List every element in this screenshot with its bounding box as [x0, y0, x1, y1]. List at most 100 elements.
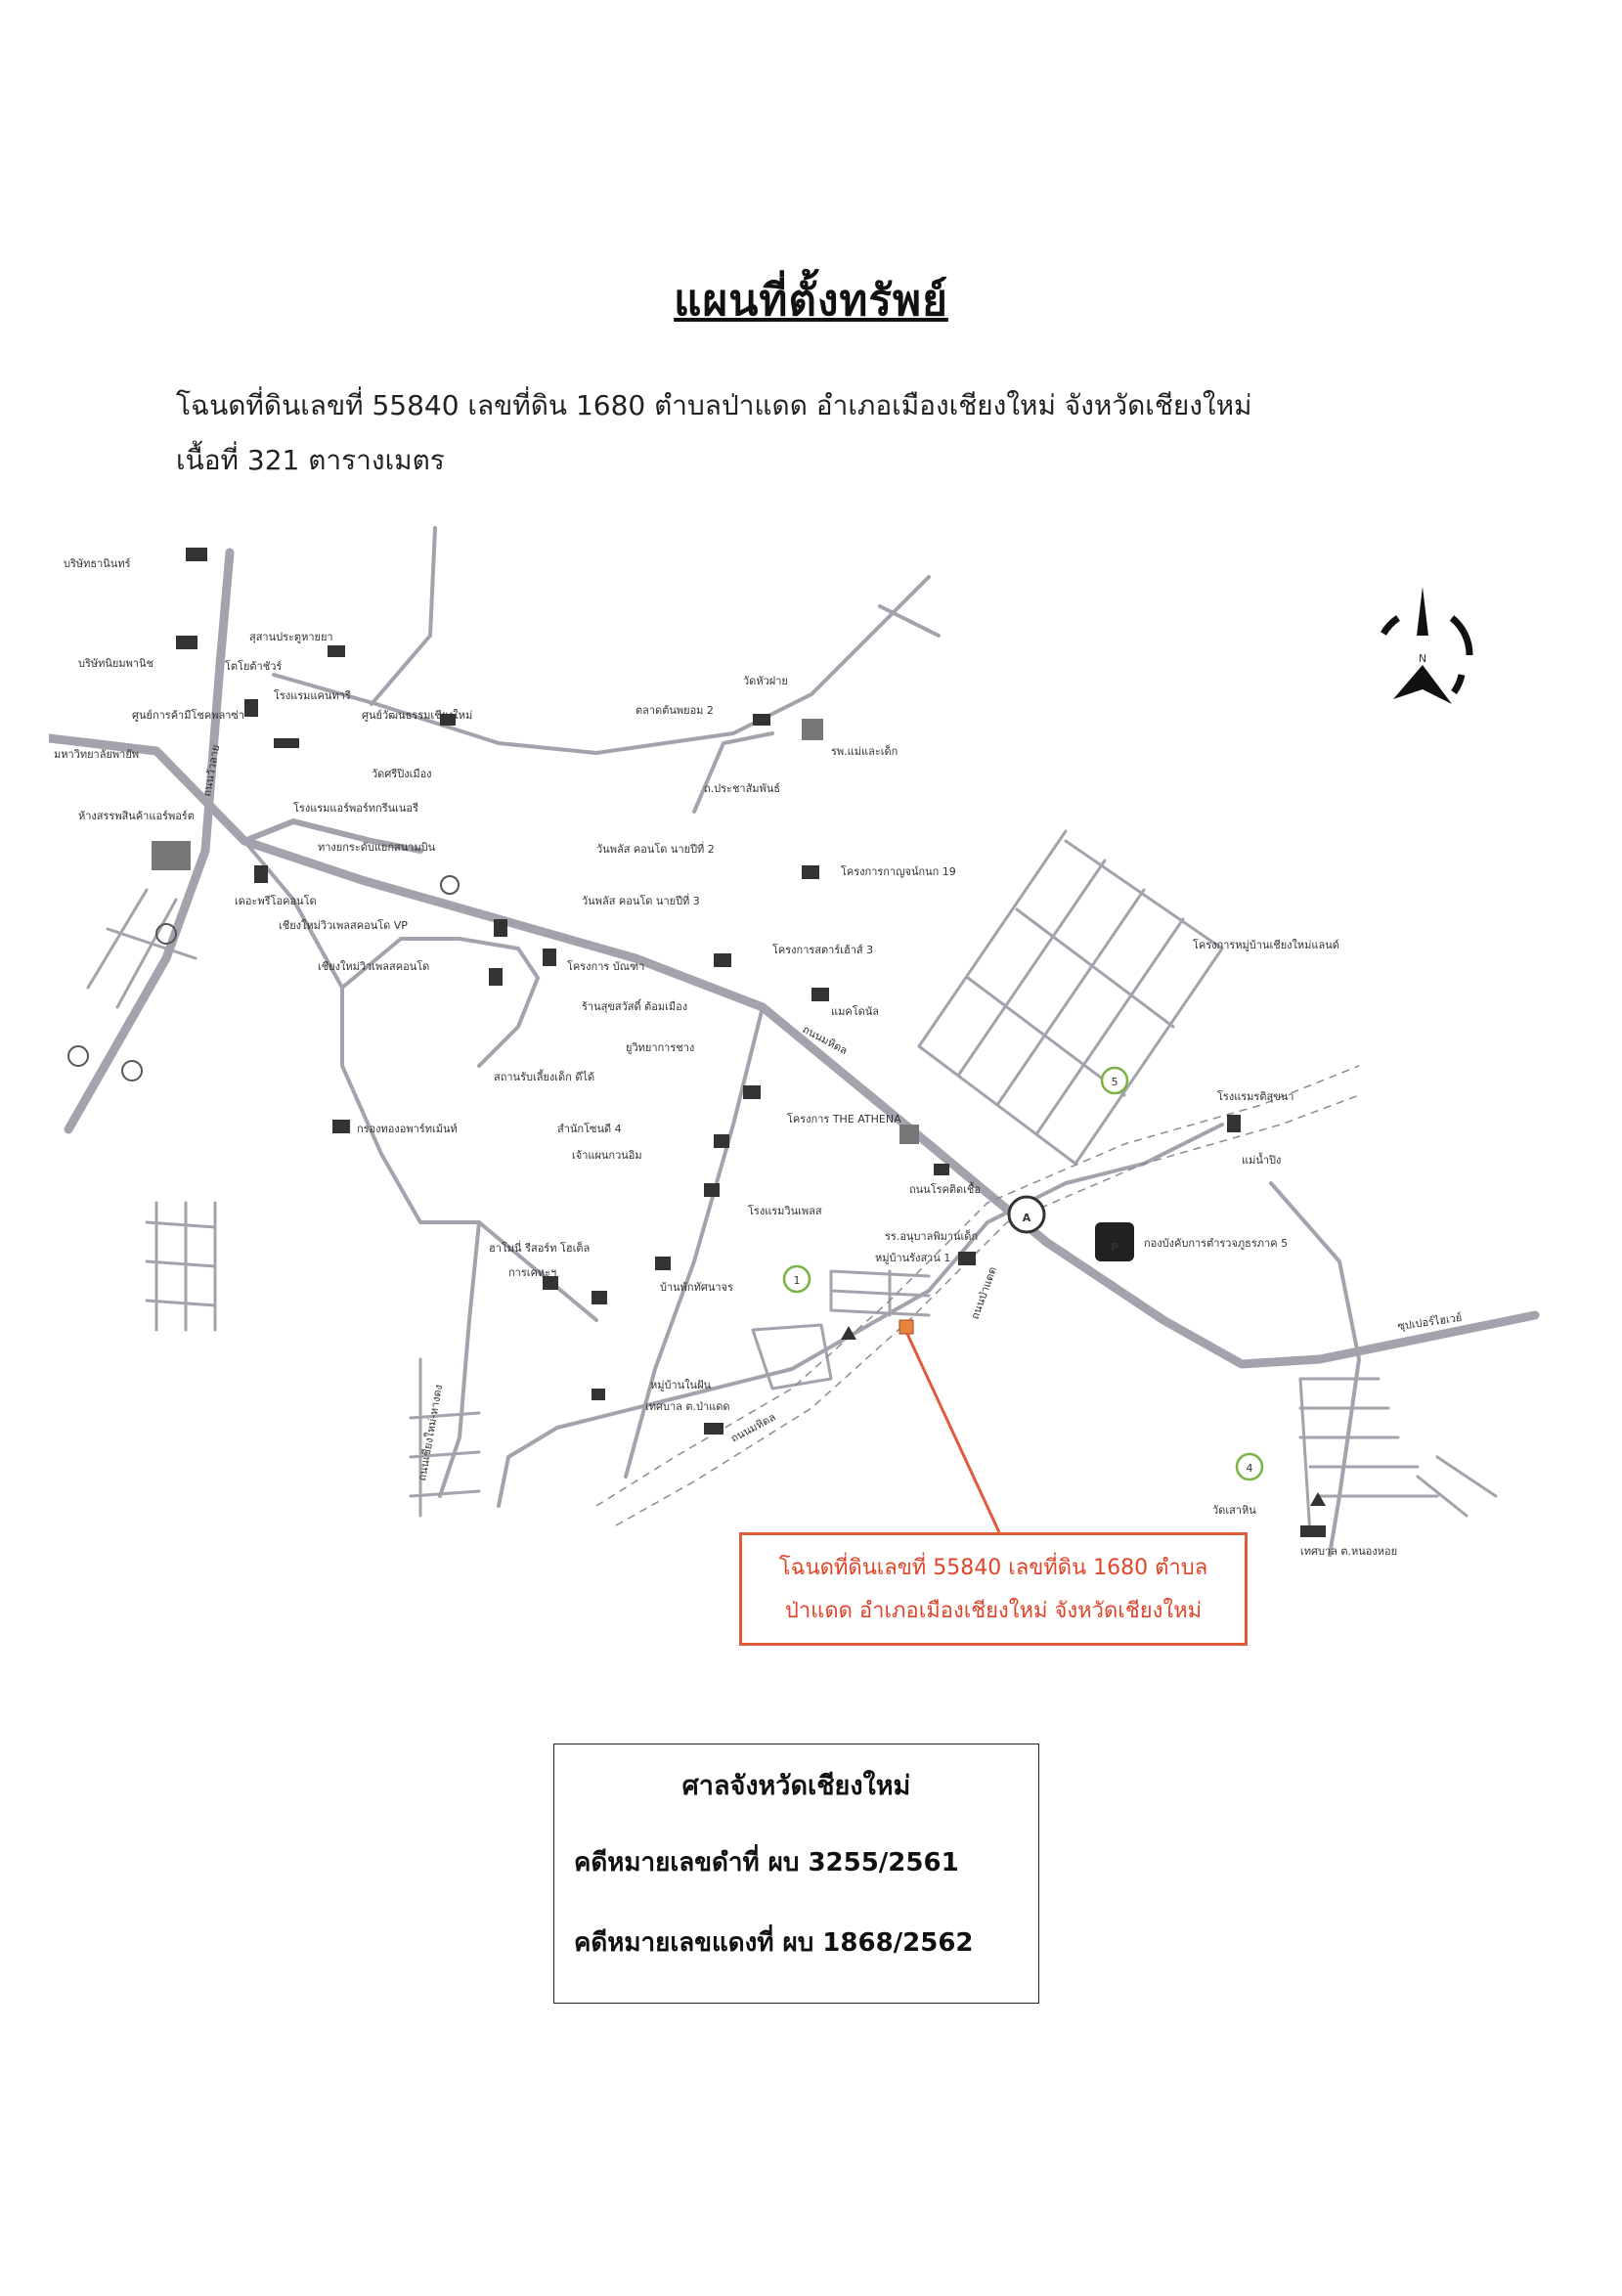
building-icon	[254, 865, 268, 883]
grid-roads	[86, 829, 1498, 1537]
building-icon	[543, 949, 556, 966]
triangle-marker-icon	[1310, 1492, 1326, 1506]
symbol-icon	[121, 1060, 143, 1082]
map-label: หมู่บ้านรังสาน 1	[875, 1252, 950, 1264]
map-label: ศูนย์วัฒนธรรมเชียงใหม่	[362, 709, 472, 722]
map-label: โรงแรมวินเพลส	[748, 1204, 822, 1217]
area-description: เนื้อที่ 321 ตารางเมตร	[176, 444, 445, 476]
callout-line: โฉนดที่ดินเลขที่ 55840 เลขที่ดิน 1680 ตำ…	[778, 1556, 1208, 1580]
court-name: ศาลจังหวัดเชียงใหม่	[681, 1771, 911, 1801]
map-label: สำนักโซนดี 4	[557, 1122, 622, 1135]
map-label: ศูนย์การค้ามีโชคพลาซ่า	[132, 708, 244, 722]
building-icon	[958, 1252, 976, 1265]
building-icon	[244, 699, 258, 717]
cross-road	[878, 604, 941, 638]
building-icon	[934, 1164, 949, 1175]
callout-leader-line	[905, 1333, 1001, 1533]
map-label: โรงแรมแอร์พอร์ทกรีนเนอรี	[293, 801, 418, 815]
map-label: ทางยกระดับแยกสนามบิน	[318, 841, 436, 854]
map-label: เทศบาล ต.หนองหอย	[1300, 1545, 1397, 1558]
hangdong-road	[438, 1220, 481, 1498]
map-label: เจ้าแผนกวนอิม	[572, 1149, 642, 1162]
map-label: โตโยต้าชัวร์	[225, 659, 282, 673]
building-icon	[543, 1276, 558, 1290]
route-marker-1-icon	[782, 1264, 811, 1294]
symbol-icon	[67, 1045, 89, 1067]
map-label: รพ.แม่และเด็ก	[831, 744, 898, 758]
building-icon	[489, 968, 503, 986]
symbol-icon	[440, 875, 460, 895]
highway-marker-label: A	[1023, 1212, 1031, 1224]
building-icon	[1300, 1525, 1326, 1537]
symbol-icon	[155, 923, 177, 945]
loop-road	[340, 937, 540, 1068]
map-label: ถนนป่าแดด	[969, 1265, 999, 1321]
route-marker-label: 1	[794, 1274, 801, 1287]
route-marker-5-icon	[1100, 1066, 1129, 1095]
airport-road	[241, 818, 423, 854]
parking-icon	[1095, 1222, 1134, 1261]
building-icon	[328, 645, 345, 657]
map-label: เดอะพรีโอคอนโด	[235, 894, 317, 907]
route-marker-4-icon	[1235, 1452, 1264, 1481]
map-label: ถนนวัวลาย	[200, 744, 222, 798]
map-label: กรองทองอพาร์ทเม้นท์	[357, 1123, 458, 1135]
parking-label: P	[1111, 1241, 1118, 1254]
map-label: ถ.ประชาสัมพันธ์	[704, 782, 780, 795]
map-labels: บริษัทธานินทร์ บริษัทนิยมพานิช สุสานประต…	[54, 557, 1463, 1558]
map-label: ถนนมหิดล	[728, 1411, 777, 1445]
map-label: เชียงใหม่วิวเพลสคอนโด	[318, 959, 429, 973]
page-title: แผนที่ตั้งทรัพย์	[674, 276, 948, 326]
building-icon	[332, 1120, 350, 1133]
building-icon	[899, 1125, 919, 1144]
north-arrow-icon: N	[1380, 587, 1473, 704]
east-south-road	[1269, 1181, 1361, 1557]
roads	[49, 526, 1540, 1557]
building-icon	[592, 1291, 607, 1304]
prachasamphan-road	[692, 731, 774, 814]
court-info-box: ศาลจังหวัดเชียงใหม่ คดีหมายเลขดำที่ ผบ 3…	[553, 1744, 1039, 2004]
building-icons	[152, 548, 1326, 1537]
building-icon	[440, 714, 456, 726]
building-icon	[714, 953, 731, 967]
map-label: ถนนโรคติดเชื้อ	[909, 1181, 981, 1196]
map-label: มหาวิทยาลัยพายัพ	[54, 748, 139, 761]
building-icon	[704, 1423, 723, 1435]
river-road	[497, 1123, 1224, 1508]
building-icon	[274, 738, 299, 748]
map-label: สุสานประตูหายยา	[249, 631, 333, 643]
north-road	[272, 575, 931, 755]
building-icon	[714, 1134, 729, 1148]
building-icon	[494, 919, 507, 937]
building-icon	[186, 548, 207, 561]
map-label: บริษัทนิยมพานิช	[78, 657, 153, 670]
black-case-number: คดีหมายเลขดำที่ ผบ 3255/2561	[574, 1848, 959, 1877]
building-icon	[811, 988, 829, 1001]
map-label: รร.อนุบาลพิมานเด็ก	[885, 1229, 978, 1243]
map-label: วัดศรีปิงเมือง	[372, 768, 432, 780]
map-label: กองบังคับการตำรวจภูธรภาค 5	[1144, 1237, 1288, 1250]
map-label: โครงการ บัณฑา	[567, 959, 644, 973]
map-label: โครงการหมู่บ้านเชียงใหม่แลนด์	[1193, 938, 1339, 951]
building-icon	[802, 865, 819, 879]
callout-line: ป่าแดด อำเภอเมืองเชียงใหม่ จังหวัดเชียงใ…	[784, 1599, 1203, 1623]
north-road-2	[370, 526, 437, 706]
deed-description: โฉนดที่ดินเลขที่ 55840 เลขที่ดิน 1680 ตำ…	[176, 389, 1252, 421]
building-icon	[753, 714, 770, 726]
map-label: ตลาดต้นพยอม 2	[636, 704, 714, 717]
route-marker-label: 5	[1112, 1076, 1118, 1088]
map-label: สถานรับเลี้ยงเด็ก ดีได้	[494, 1069, 594, 1083]
west-road	[242, 839, 598, 1322]
property-callout: โฉนดที่ดินเลขที่ 55840 เลขที่ดิน 1680 ตำ…	[739, 1532, 1248, 1646]
map-label: โรงแรมแคนทารี	[274, 688, 351, 702]
river	[595, 1065, 1360, 1526]
building-icon	[1227, 1115, 1241, 1132]
map-label: ร้านสุขสวัสดิ์ ต้อมเมือง	[582, 998, 687, 1013]
property-location-icon	[899, 1319, 914, 1335]
building-icon	[592, 1389, 605, 1400]
building-icon	[176, 636, 197, 649]
building-icon	[152, 841, 191, 870]
map-label: หมู่บ้านในฝัน	[650, 1379, 712, 1391]
map-label: แมคโดนัล	[831, 1004, 879, 1018]
map-label: โครงการ THE ATHENA	[787, 1112, 901, 1126]
